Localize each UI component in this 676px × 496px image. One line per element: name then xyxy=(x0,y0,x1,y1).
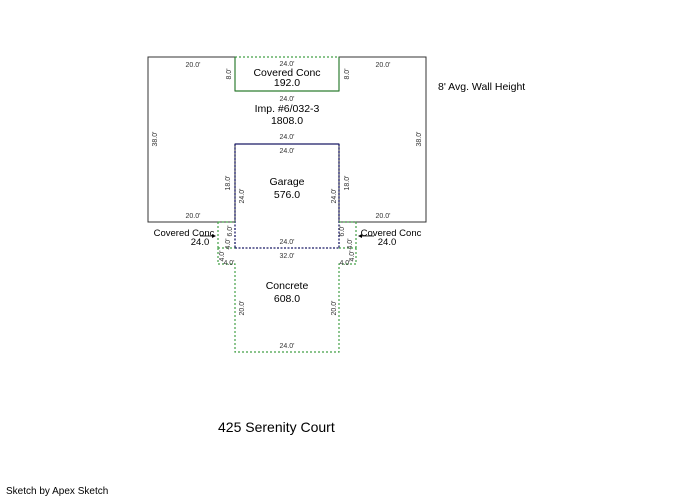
dim-garage-left-outer: 18.0' xyxy=(225,176,232,191)
dim-concrete-step-right-v: 4.0' xyxy=(349,250,356,261)
main-area: 1808.0 xyxy=(271,115,303,127)
covered-left-area: 24.0 xyxy=(191,237,210,248)
garage-name: Garage xyxy=(269,176,304,188)
dim-main-right: 38.0' xyxy=(416,132,423,147)
dim-concrete-left: 20.0' xyxy=(239,301,246,316)
dim-covered-top-right: 8.0' xyxy=(344,68,351,79)
dim-covered-top-left: 8.0' xyxy=(226,68,233,79)
dim-top-mid: 24.0' xyxy=(280,61,295,68)
covered-left-name: Covered Conc xyxy=(154,228,215,239)
dim-garage-left-inner: 24.0' xyxy=(239,189,246,204)
wall-height-note: 8' Avg. Wall Height xyxy=(438,81,525,93)
dim-cov-left-side2: 4.0' xyxy=(225,238,232,249)
dim-bottom-right: 20.0' xyxy=(376,213,391,220)
covered-top-area: 192.0 xyxy=(274,77,300,89)
dim-concrete-top: 32.0' xyxy=(280,253,295,260)
dim-top-left: 20.0' xyxy=(186,62,201,69)
garage-area: 576.0 xyxy=(274,189,300,201)
property-address: 425 Serenity Court xyxy=(218,419,335,435)
dim-garage-right-inner: 24.0' xyxy=(331,189,338,204)
dim-garage-right-outer: 18.0' xyxy=(344,176,351,191)
dim-bottom-left: 20.0' xyxy=(186,213,201,220)
dim-garage-bottom: 24.0' xyxy=(280,239,295,246)
dim-concrete-bottom: 24.0' xyxy=(280,343,295,350)
dim-concrete-right: 20.0' xyxy=(331,301,338,316)
dim-garage-top-inner: 24.0' xyxy=(280,148,295,155)
dim-concrete-step-left-v: 4.0' xyxy=(219,250,226,261)
dim-cov-left-side: 6.0' xyxy=(227,225,234,236)
concrete-area: 608.0 xyxy=(274,293,300,305)
dim-concrete-step-right-h: 4.0' xyxy=(339,260,350,267)
covered-top-name: Covered Conc xyxy=(253,67,320,79)
dim-garage-top-outer: 24.0' xyxy=(280,134,295,141)
dim-concrete-step-left-h: 4.0' xyxy=(223,260,234,267)
dim-cov-right-side2: 4.0' xyxy=(347,238,354,249)
concrete-name: Concrete xyxy=(266,280,309,292)
covered-right-arrowhead xyxy=(358,234,362,238)
concrete-outline xyxy=(217,248,357,353)
covered-right-area: 24.0 xyxy=(378,237,397,248)
sketch-credit: Sketch by Apex Sketch xyxy=(6,486,108,496)
dim-covered-top-bottom: 24.0' xyxy=(280,96,295,103)
dim-main-left: 38.0' xyxy=(152,132,159,147)
covered-left-arrowhead xyxy=(212,234,216,238)
main-name: Imp. #6/032-3 xyxy=(255,103,320,115)
covered-right-name: Covered Conc xyxy=(361,228,422,239)
dim-top-right: 20.0' xyxy=(376,62,391,69)
dim-cov-right-side: 6.0' xyxy=(339,225,346,236)
